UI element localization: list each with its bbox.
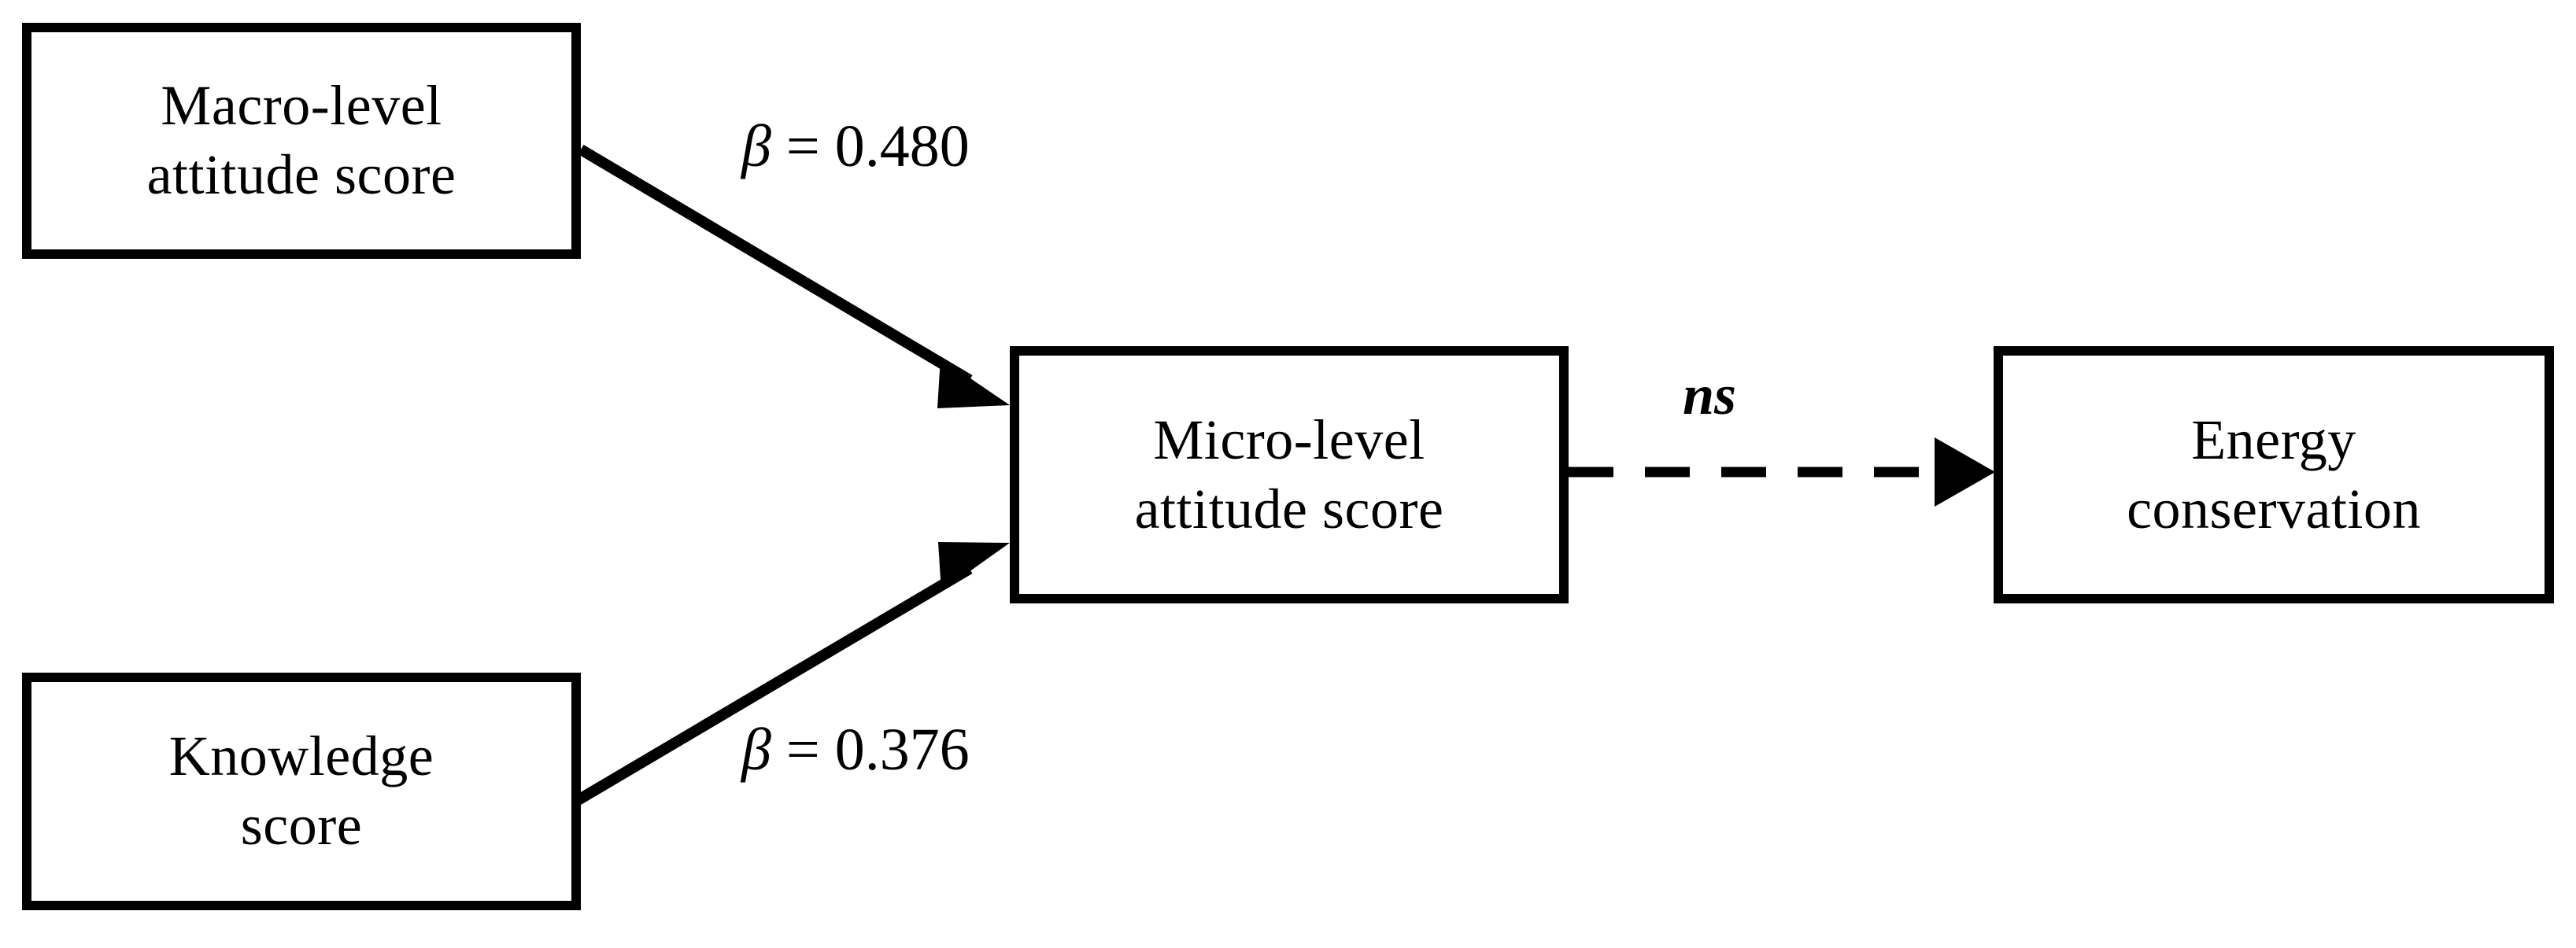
node-macro-level-attitude-score-label: Macro-level attitude score: [146, 74, 456, 206]
beta-symbol-bottom: β: [741, 717, 771, 783]
node-macro-level-attitude-score[interactable]: Macro-level attitude score: [22, 23, 581, 259]
edge-macro-to-micro-line: [578, 144, 973, 385]
beta-symbol-top: β: [741, 113, 771, 179]
edge-label-macro-to-micro: β = 0.480: [741, 116, 970, 176]
node-knowledge-score[interactable]: Knowledge score: [22, 673, 581, 910]
node-knowledge-score-label: Knowledge score: [168, 725, 434, 857]
node-micro-level-attitude-score-label: Micro-level attitude score: [1134, 408, 1444, 540]
edge-label-micro-to-energy: ns: [1683, 363, 1737, 426]
edge-knowledge-to-micro-arrowhead: [938, 542, 1010, 592]
node-micro-level-attitude-score[interactable]: Micro-level attitude score: [1010, 346, 1569, 603]
beta-value-bottom: = 0.376: [771, 717, 970, 783]
node-energy-conservation[interactable]: Energy conservation: [1994, 346, 2554, 603]
edge-macro-to-micro-arrowhead: [937, 358, 1010, 408]
edge-micro-to-energy-arrowhead: [1935, 437, 1995, 507]
node-energy-conservation-label: Energy conservation: [2127, 408, 2421, 540]
edge-label-knowledge-to-micro: β = 0.376: [741, 720, 970, 780]
edge-micro-to-energy: [1569, 437, 1995, 507]
edge-macro-to-micro: [578, 144, 1010, 408]
beta-value-top: = 0.480: [771, 113, 970, 179]
